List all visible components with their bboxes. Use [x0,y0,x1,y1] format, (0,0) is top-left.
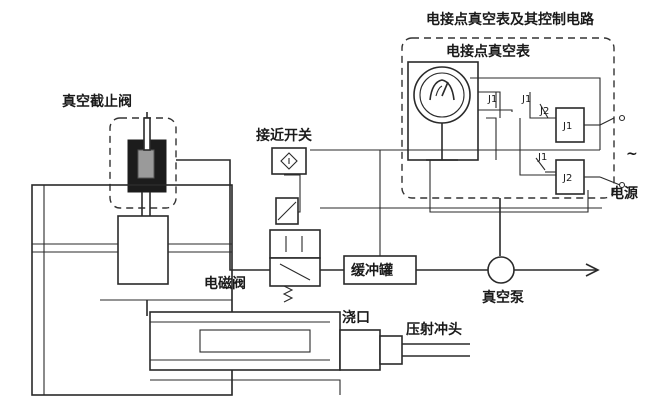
buffer-tank [343,255,417,285]
solenoid-valve-label: 电磁阀 [204,275,246,292]
buffer-tank-label: 缓冲罐 [351,262,393,279]
gauge-contact-wiring [429,77,601,213]
shutoff-valve-boundary [109,117,177,209]
proximity-switch [271,147,307,175]
gauge-circuit-title: 电接点真空表及其控制电路 [426,11,595,28]
vacuum-gauge [407,61,479,161]
contact-j2: J2 [539,106,549,117]
die-casting-machine [31,184,470,396]
relay-j2 [555,159,585,195]
vacuum-shutoff-valve [127,112,167,193]
relay-j1-label: J1 [562,121,572,132]
solenoid-valve [269,197,321,303]
vacuum-pump [487,256,515,284]
vacuum-pump-label: 真空泵 [482,289,524,306]
power-symbol: ~ [626,146,638,162]
relay-j1 [555,107,585,143]
power-terminals [599,114,626,189]
contact-gauge-label: 电接点真空表 [446,43,531,60]
relay-j2-label: J2 [562,173,572,184]
pipe-lines [146,149,602,316]
contact-j1-a: J1 [487,94,497,105]
power-source-label: 电源 [610,185,638,202]
contact-j1-c: J1 [537,152,547,163]
injection-punch-label: 压射冲头 [406,321,462,338]
proximity-switch-label: 接近开关 [256,127,312,144]
pouring-gate-label: 浇口 [342,309,370,326]
contact-j1-b: J1 [521,94,531,105]
shutoff-valve-label: 真空截止阀 [62,93,132,110]
